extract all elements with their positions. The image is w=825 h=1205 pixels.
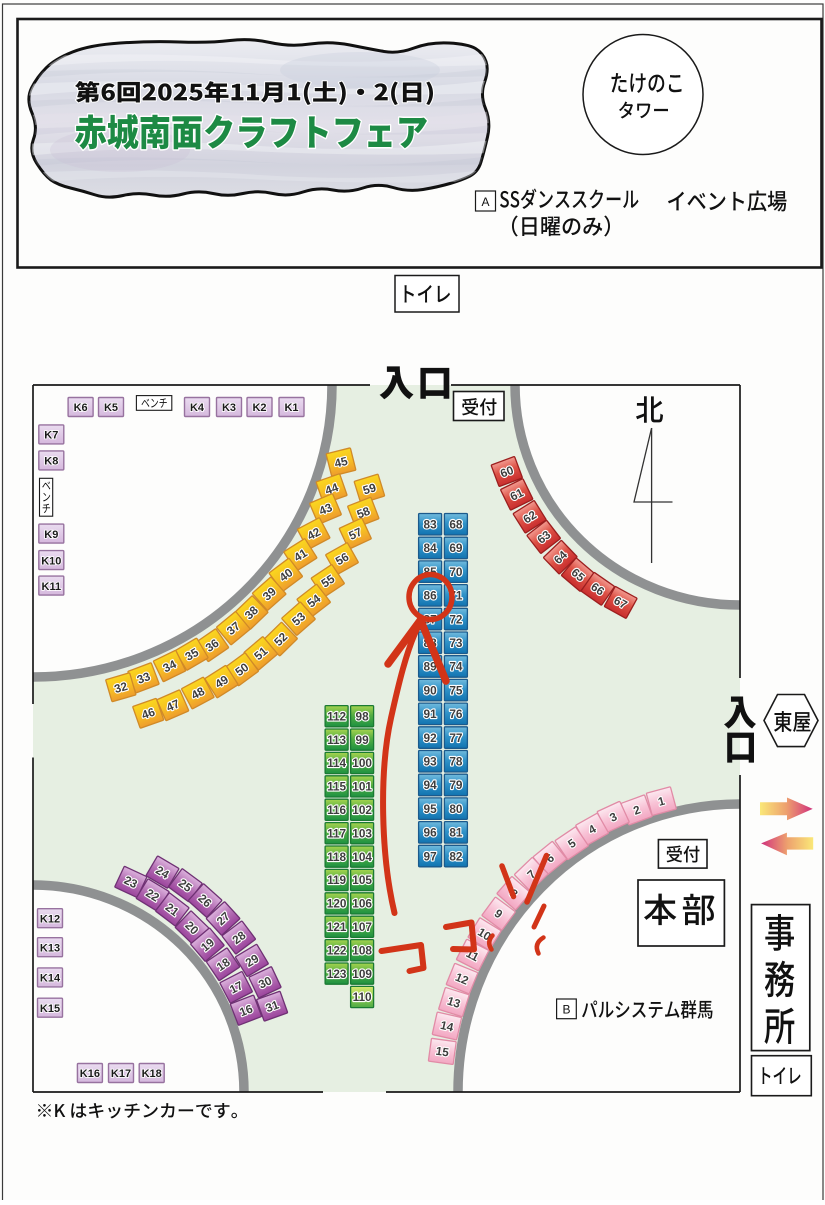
svg-text:46: 46: [140, 705, 157, 723]
svg-text:98: 98: [356, 709, 370, 723]
svg-text:95: 95: [424, 802, 438, 816]
svg-text:K16: K16: [80, 1068, 100, 1080]
svg-text:86: 86: [424, 589, 438, 603]
svg-text:100: 100: [352, 756, 372, 770]
svg-text:110: 110: [353, 990, 372, 1004]
svg-text:105: 105: [352, 873, 372, 887]
svg-text:78: 78: [449, 755, 463, 769]
svg-text:K7: K7: [44, 430, 58, 442]
svg-text:K9: K9: [44, 529, 58, 541]
svg-text:K6: K6: [74, 402, 88, 414]
svg-text:107: 107: [352, 920, 372, 934]
svg-text:K4: K4: [190, 402, 205, 414]
svg-text:K1: K1: [284, 402, 298, 414]
svg-text:K11: K11: [42, 581, 62, 593]
svg-text:80: 80: [449, 802, 463, 816]
svg-text:94: 94: [424, 778, 438, 792]
svg-text:70: 70: [449, 565, 463, 579]
svg-text:97: 97: [424, 849, 438, 863]
svg-text:72: 72: [449, 612, 463, 626]
svg-text:106: 106: [352, 897, 372, 911]
svg-text:79: 79: [449, 778, 463, 792]
svg-text:115: 115: [327, 780, 346, 794]
svg-text:75: 75: [449, 683, 463, 697]
svg-text:114: 114: [327, 756, 346, 770]
svg-text:99: 99: [356, 733, 370, 747]
svg-text:113: 113: [327, 733, 346, 747]
svg-text:96: 96: [424, 826, 438, 840]
svg-text:101: 101: [352, 780, 372, 794]
svg-text:76: 76: [449, 707, 463, 721]
svg-text:108: 108: [352, 943, 372, 957]
svg-text:K17: K17: [111, 1068, 131, 1080]
svg-text:116: 116: [327, 803, 346, 817]
svg-text:69: 69: [449, 541, 463, 555]
svg-text:B: B: [562, 1003, 570, 1017]
svg-text:73: 73: [449, 636, 463, 650]
svg-text:102: 102: [352, 803, 372, 817]
svg-text:44: 44: [323, 480, 340, 498]
svg-text:K10: K10: [41, 555, 61, 567]
svg-text:117: 117: [327, 826, 346, 840]
svg-text:K18: K18: [142, 1068, 162, 1080]
svg-text:32: 32: [113, 679, 130, 696]
svg-text:104: 104: [352, 850, 372, 864]
svg-text:45: 45: [333, 454, 350, 471]
svg-text:13: 13: [445, 994, 462, 1011]
svg-text:K12: K12: [40, 913, 60, 925]
svg-text:119: 119: [327, 873, 346, 887]
svg-text:15: 15: [435, 1044, 450, 1060]
svg-text:91: 91: [424, 707, 438, 721]
svg-text:84: 84: [424, 541, 438, 555]
svg-text:K8: K8: [44, 456, 58, 468]
svg-text:31: 31: [264, 997, 281, 1015]
svg-text:93: 93: [424, 755, 438, 769]
svg-text:14: 14: [439, 1018, 455, 1035]
svg-text:120: 120: [327, 897, 347, 911]
svg-text:77: 77: [449, 731, 463, 745]
svg-text:K5: K5: [104, 402, 118, 414]
svg-text:82: 82: [449, 849, 463, 863]
svg-text:59: 59: [361, 480, 378, 497]
svg-text:74: 74: [449, 660, 463, 674]
svg-text:121: 121: [327, 920, 347, 934]
svg-text:122: 122: [327, 943, 347, 957]
svg-text:109: 109: [352, 967, 372, 981]
svg-text:112: 112: [327, 709, 346, 723]
svg-text:83: 83: [424, 518, 438, 532]
svg-text:118: 118: [327, 850, 346, 864]
svg-text:K13: K13: [40, 942, 60, 954]
svg-text:81: 81: [449, 826, 463, 840]
svg-text:92: 92: [424, 731, 438, 745]
svg-text:K2: K2: [252, 402, 266, 414]
svg-text:K3: K3: [222, 402, 236, 414]
svg-text:90: 90: [424, 683, 438, 697]
svg-text:103: 103: [352, 826, 372, 840]
svg-text:123: 123: [327, 967, 347, 981]
svg-text:68: 68: [449, 518, 463, 532]
svg-text:89: 89: [424, 660, 438, 674]
svg-text:K14: K14: [40, 973, 61, 985]
svg-text:A: A: [481, 195, 489, 209]
svg-text:K15: K15: [40, 1003, 60, 1015]
